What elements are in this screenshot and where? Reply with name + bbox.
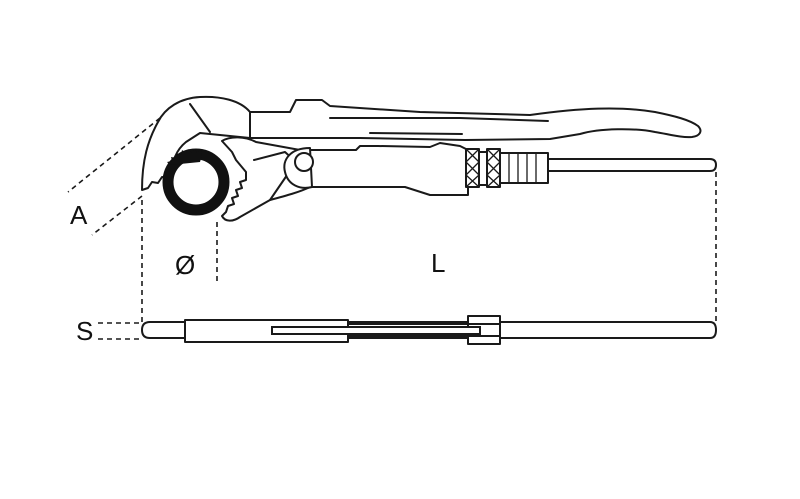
pivot-pin-icon (294, 152, 314, 172)
top-view (98, 315, 717, 345)
pipe-section (162, 148, 230, 216)
label-jaw-opening: A (70, 200, 88, 230)
lower-bar (309, 142, 469, 196)
label-length: L (431, 248, 446, 278)
label-pipe-diameter: Ø (175, 250, 196, 280)
top-view-collar-top (467, 315, 501, 325)
dimension-a-line-bottom (91, 195, 143, 236)
jaw-seam (189, 103, 211, 133)
knurled-grip (465, 148, 549, 188)
top-view-collar-bottom (467, 335, 501, 345)
side-view (67, 95, 717, 322)
label-thickness: S (76, 316, 94, 346)
upper-handle-ridge-lower (369, 132, 463, 135)
dimension-a-line-top (67, 117, 161, 193)
handle-tube (547, 158, 717, 172)
upper-handle-ridge (329, 117, 549, 122)
upper-handle (249, 99, 702, 141)
